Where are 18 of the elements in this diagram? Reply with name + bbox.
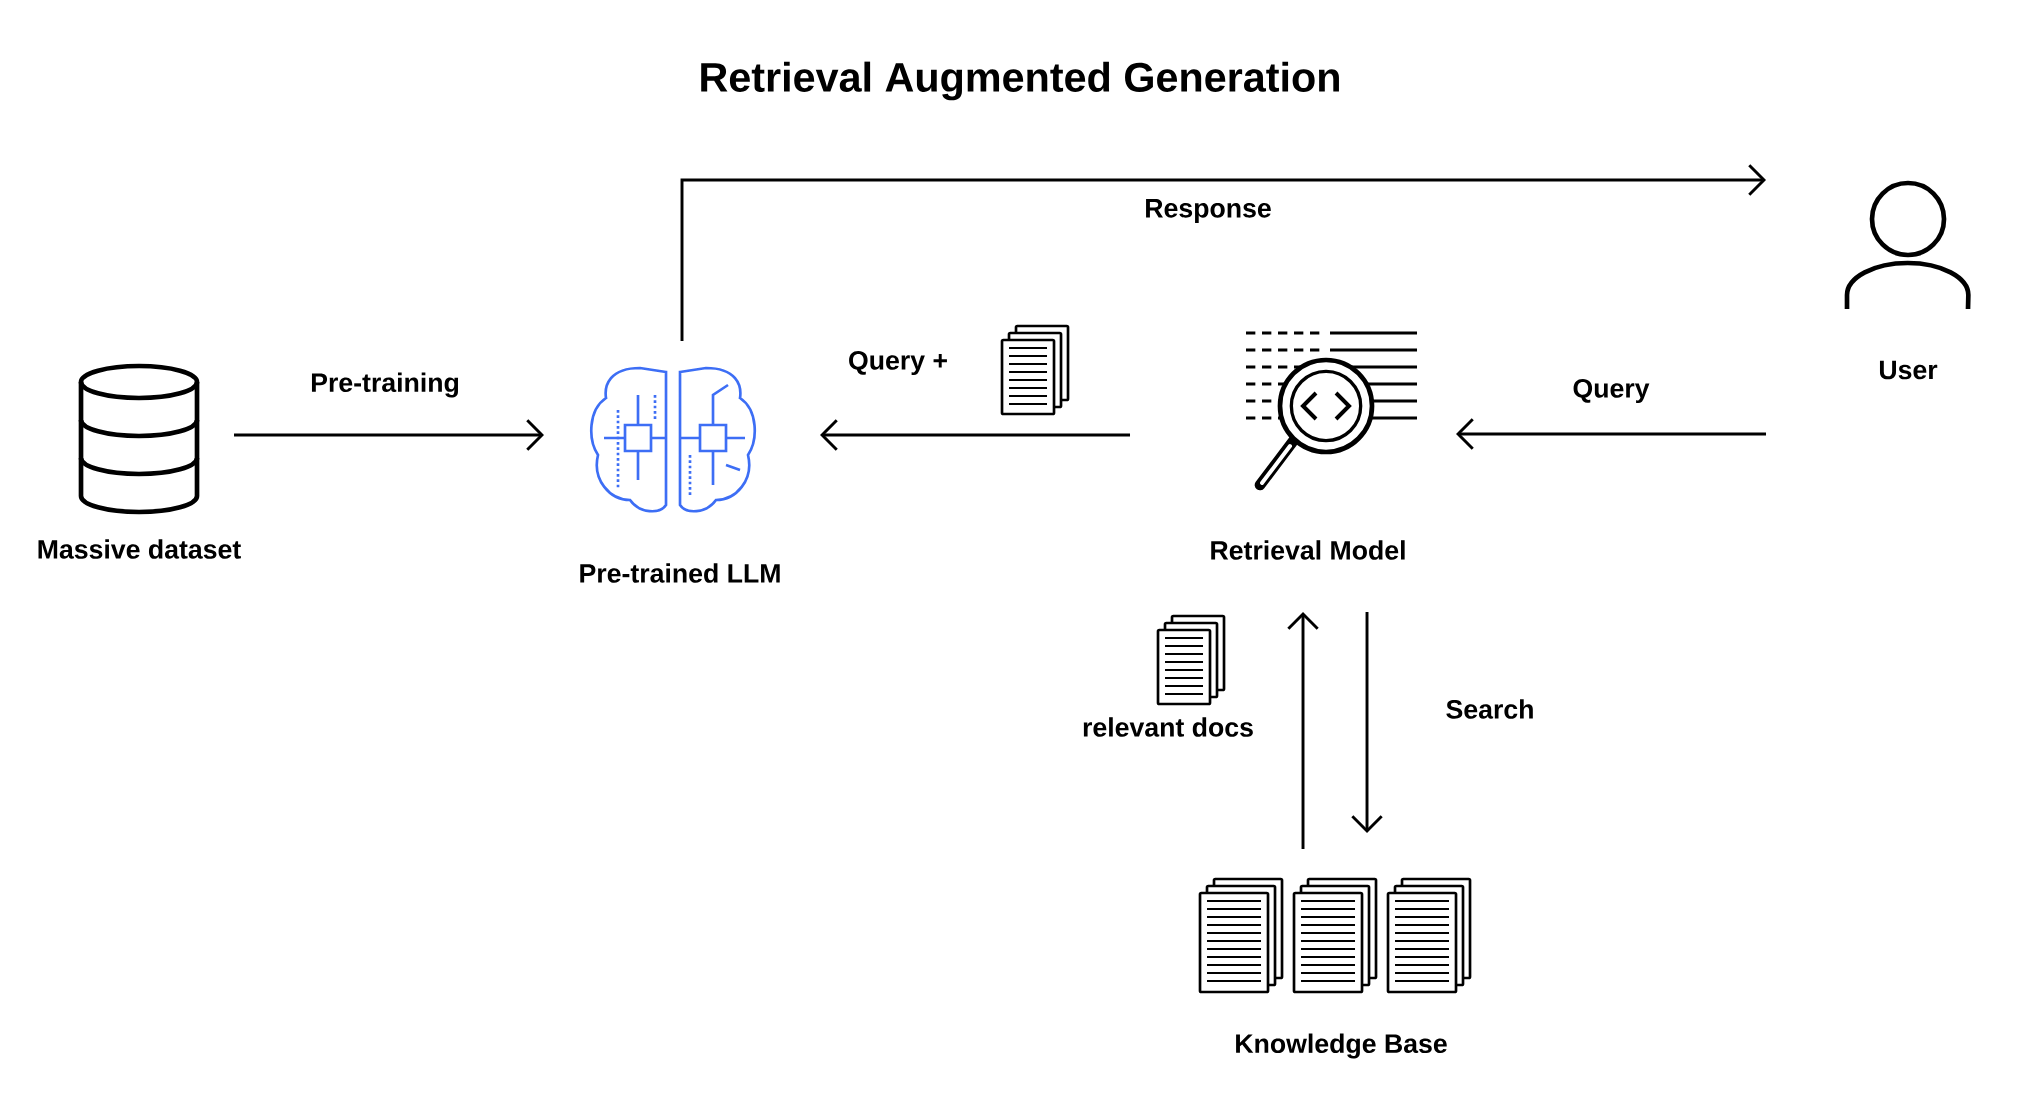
node-label: User (1880, 360, 1938, 380)
node-label: Knowledge Base (1236, 1033, 1447, 1059)
node-label: Pre-trained LLM (580, 563, 780, 583)
arrow (1287, 612, 1319, 849)
arrow (1351, 612, 1383, 833)
edge-label: Search (1442, 696, 1538, 722)
arrow (234, 419, 544, 451)
title: Retrieval Augmented Generation (701, 61, 1339, 101)
edge-label: Query + (845, 348, 951, 378)
edge-label: relevant docs (1079, 714, 1257, 740)
node-label: Retrieval Model (1211, 540, 1405, 560)
arrow (680, 164, 1766, 341)
edge-label: Query (1569, 376, 1653, 406)
edge-label: Response (1141, 196, 1275, 226)
node-label: Massive dataset (38, 539, 241, 559)
arrow (1456, 418, 1766, 450)
edge-label: Pre-training (307, 369, 463, 401)
arrow (820, 419, 1130, 451)
